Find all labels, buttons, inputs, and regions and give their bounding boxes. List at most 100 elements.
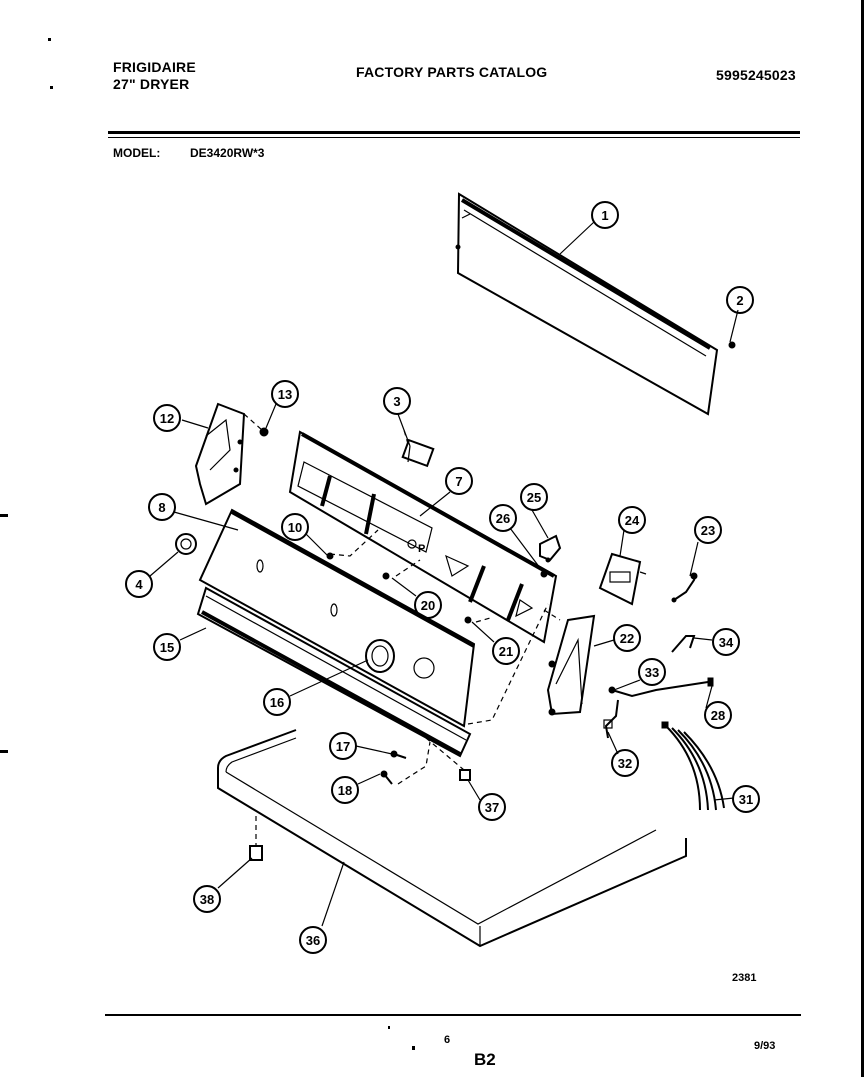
svg-text:23: 23 [701, 523, 715, 538]
scan-speck [388, 1026, 390, 1029]
callout-8: 8 [148, 493, 176, 521]
svg-text:26: 26 [496, 511, 510, 526]
svg-text:10: 10 [288, 520, 302, 535]
callout-17: 17 [329, 732, 357, 760]
catalog-number: 5995245023 [716, 67, 796, 83]
svg-text:28: 28 [711, 708, 725, 723]
part-console-graphic-panel: P [288, 430, 558, 644]
scan-speck [48, 38, 51, 41]
callout-3: 3 [383, 387, 411, 415]
callout-2: 2 [726, 286, 754, 314]
svg-text:33: 33 [645, 665, 659, 680]
callout-32: 32 [611, 749, 639, 777]
model-label: MODEL: [113, 146, 161, 160]
scan-speck [0, 514, 8, 517]
scan-speck [0, 750, 8, 753]
svg-text:34: 34 [719, 635, 734, 650]
scan-speck [50, 86, 53, 89]
part-bracket-right [671, 572, 698, 603]
svg-text:13: 13 [278, 387, 292, 402]
callout-15: 15 [153, 633, 181, 661]
callout-16: 16 [263, 688, 291, 716]
scan-speck [412, 1046, 415, 1050]
callout-7: 7 [445, 467, 473, 495]
svg-text:36: 36 [306, 933, 320, 948]
svg-text:2: 2 [736, 293, 743, 308]
part-timer-knob [401, 438, 435, 468]
callout-36: 36 [299, 926, 327, 954]
part-end-cap-left [194, 402, 269, 506]
callout-21: 21 [492, 637, 520, 665]
part-push-button [365, 639, 395, 673]
callout-12: 12 [153, 404, 181, 432]
svg-text:38: 38 [200, 892, 214, 907]
part-trim-strip [196, 586, 472, 758]
svg-text:18: 18 [338, 783, 352, 798]
callout-22: 22 [613, 624, 641, 652]
part-screw-bottom [249, 816, 263, 861]
revision-date: 9/93 [754, 1040, 776, 1052]
part-screws [380, 750, 471, 785]
page-border-right [861, 0, 864, 1077]
part-wire-harness [603, 677, 714, 739]
svg-text:37: 37 [485, 800, 499, 815]
svg-text:21: 21 [499, 644, 513, 659]
page-number: 6 [444, 1034, 451, 1046]
callout-38: 38 [193, 885, 221, 913]
assembly-guide-lines [243, 413, 561, 785]
callout-28: 28 [704, 701, 732, 729]
callout-10: 10 [281, 513, 309, 541]
svg-text:7: 7 [455, 474, 462, 489]
part-switch-bracket [539, 534, 562, 563]
callout-37: 37 [478, 793, 506, 821]
svg-text:32: 32 [618, 756, 632, 771]
part-end-cap-right [546, 614, 596, 716]
catalog-title: FACTORY PARTS CATALOG [356, 64, 548, 80]
callout-18: 18 [331, 776, 359, 804]
svg-text:24: 24 [625, 513, 640, 528]
svg-text:15: 15 [160, 640, 174, 655]
callout-group: 1 2 3 4 7 8 10 12 13 15 16 17 18 20 21 2… [125, 201, 760, 954]
drawing-number: 2381 [732, 972, 757, 984]
part-small-bracket [671, 635, 696, 653]
callout-25: 25 [520, 483, 548, 511]
svg-text:25: 25 [527, 490, 541, 505]
product-name: 27" DRYER [113, 76, 190, 92]
svg-text:1: 1 [601, 208, 608, 223]
callout-34: 34 [712, 628, 740, 656]
part-control-panel [198, 508, 476, 728]
svg-text:22: 22 [620, 631, 634, 646]
part-top-cover [217, 729, 687, 948]
svg-text:20: 20 [421, 598, 435, 613]
callout-13: 13 [271, 380, 299, 408]
callout-24: 24 [618, 506, 646, 534]
svg-text:3: 3 [393, 394, 400, 409]
part-timer [598, 552, 647, 606]
part-wire-bundle [661, 721, 725, 811]
callout-23: 23 [694, 516, 722, 544]
footer-rule [105, 1014, 801, 1016]
svg-text:31: 31 [739, 792, 753, 807]
callout-20: 20 [414, 591, 442, 619]
callout-26: 26 [489, 504, 517, 532]
part-control-knob [175, 533, 197, 555]
callout-4: 4 [125, 570, 153, 598]
callout-31: 31 [732, 785, 760, 813]
header-rule [108, 131, 800, 134]
part-backsplash-panel [455, 192, 736, 416]
callout-leader-lines [149, 221, 739, 927]
svg-text:8: 8 [158, 500, 165, 515]
header-rule-thin [108, 137, 800, 138]
section-code: B2 [474, 1050, 496, 1069]
model-value: DE3420RW*3 [190, 146, 265, 160]
brand-name: FRIGIDAIRE [113, 59, 196, 75]
svg-text:17: 17 [336, 739, 350, 754]
callout-1: 1 [591, 201, 619, 229]
svg-text:4: 4 [135, 577, 143, 592]
callout-33: 33 [638, 658, 666, 686]
svg-text:12: 12 [160, 411, 174, 426]
svg-text:16: 16 [270, 695, 284, 710]
svg-text:P: P [418, 543, 425, 555]
